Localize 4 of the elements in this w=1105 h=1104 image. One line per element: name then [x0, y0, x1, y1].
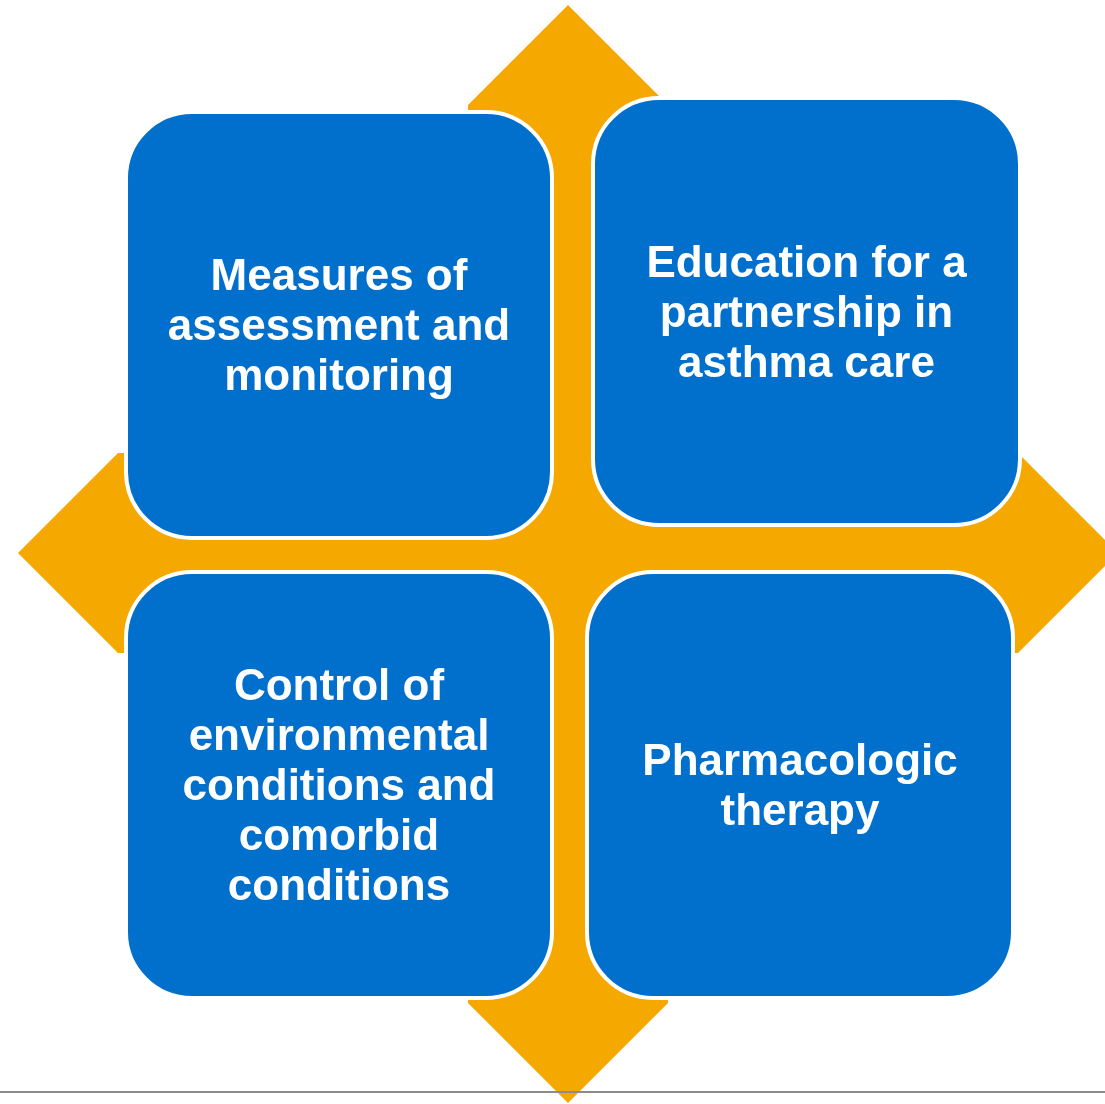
box-label: Education for a partnership in asthma care — [645, 236, 968, 387]
box-label: Control of environmental conditions and comorbid conditions — [181, 660, 497, 910]
box-label: Pharmacologic therapy — [641, 735, 959, 835]
box-label: Measures of assessment and monitoring — [166, 250, 512, 400]
